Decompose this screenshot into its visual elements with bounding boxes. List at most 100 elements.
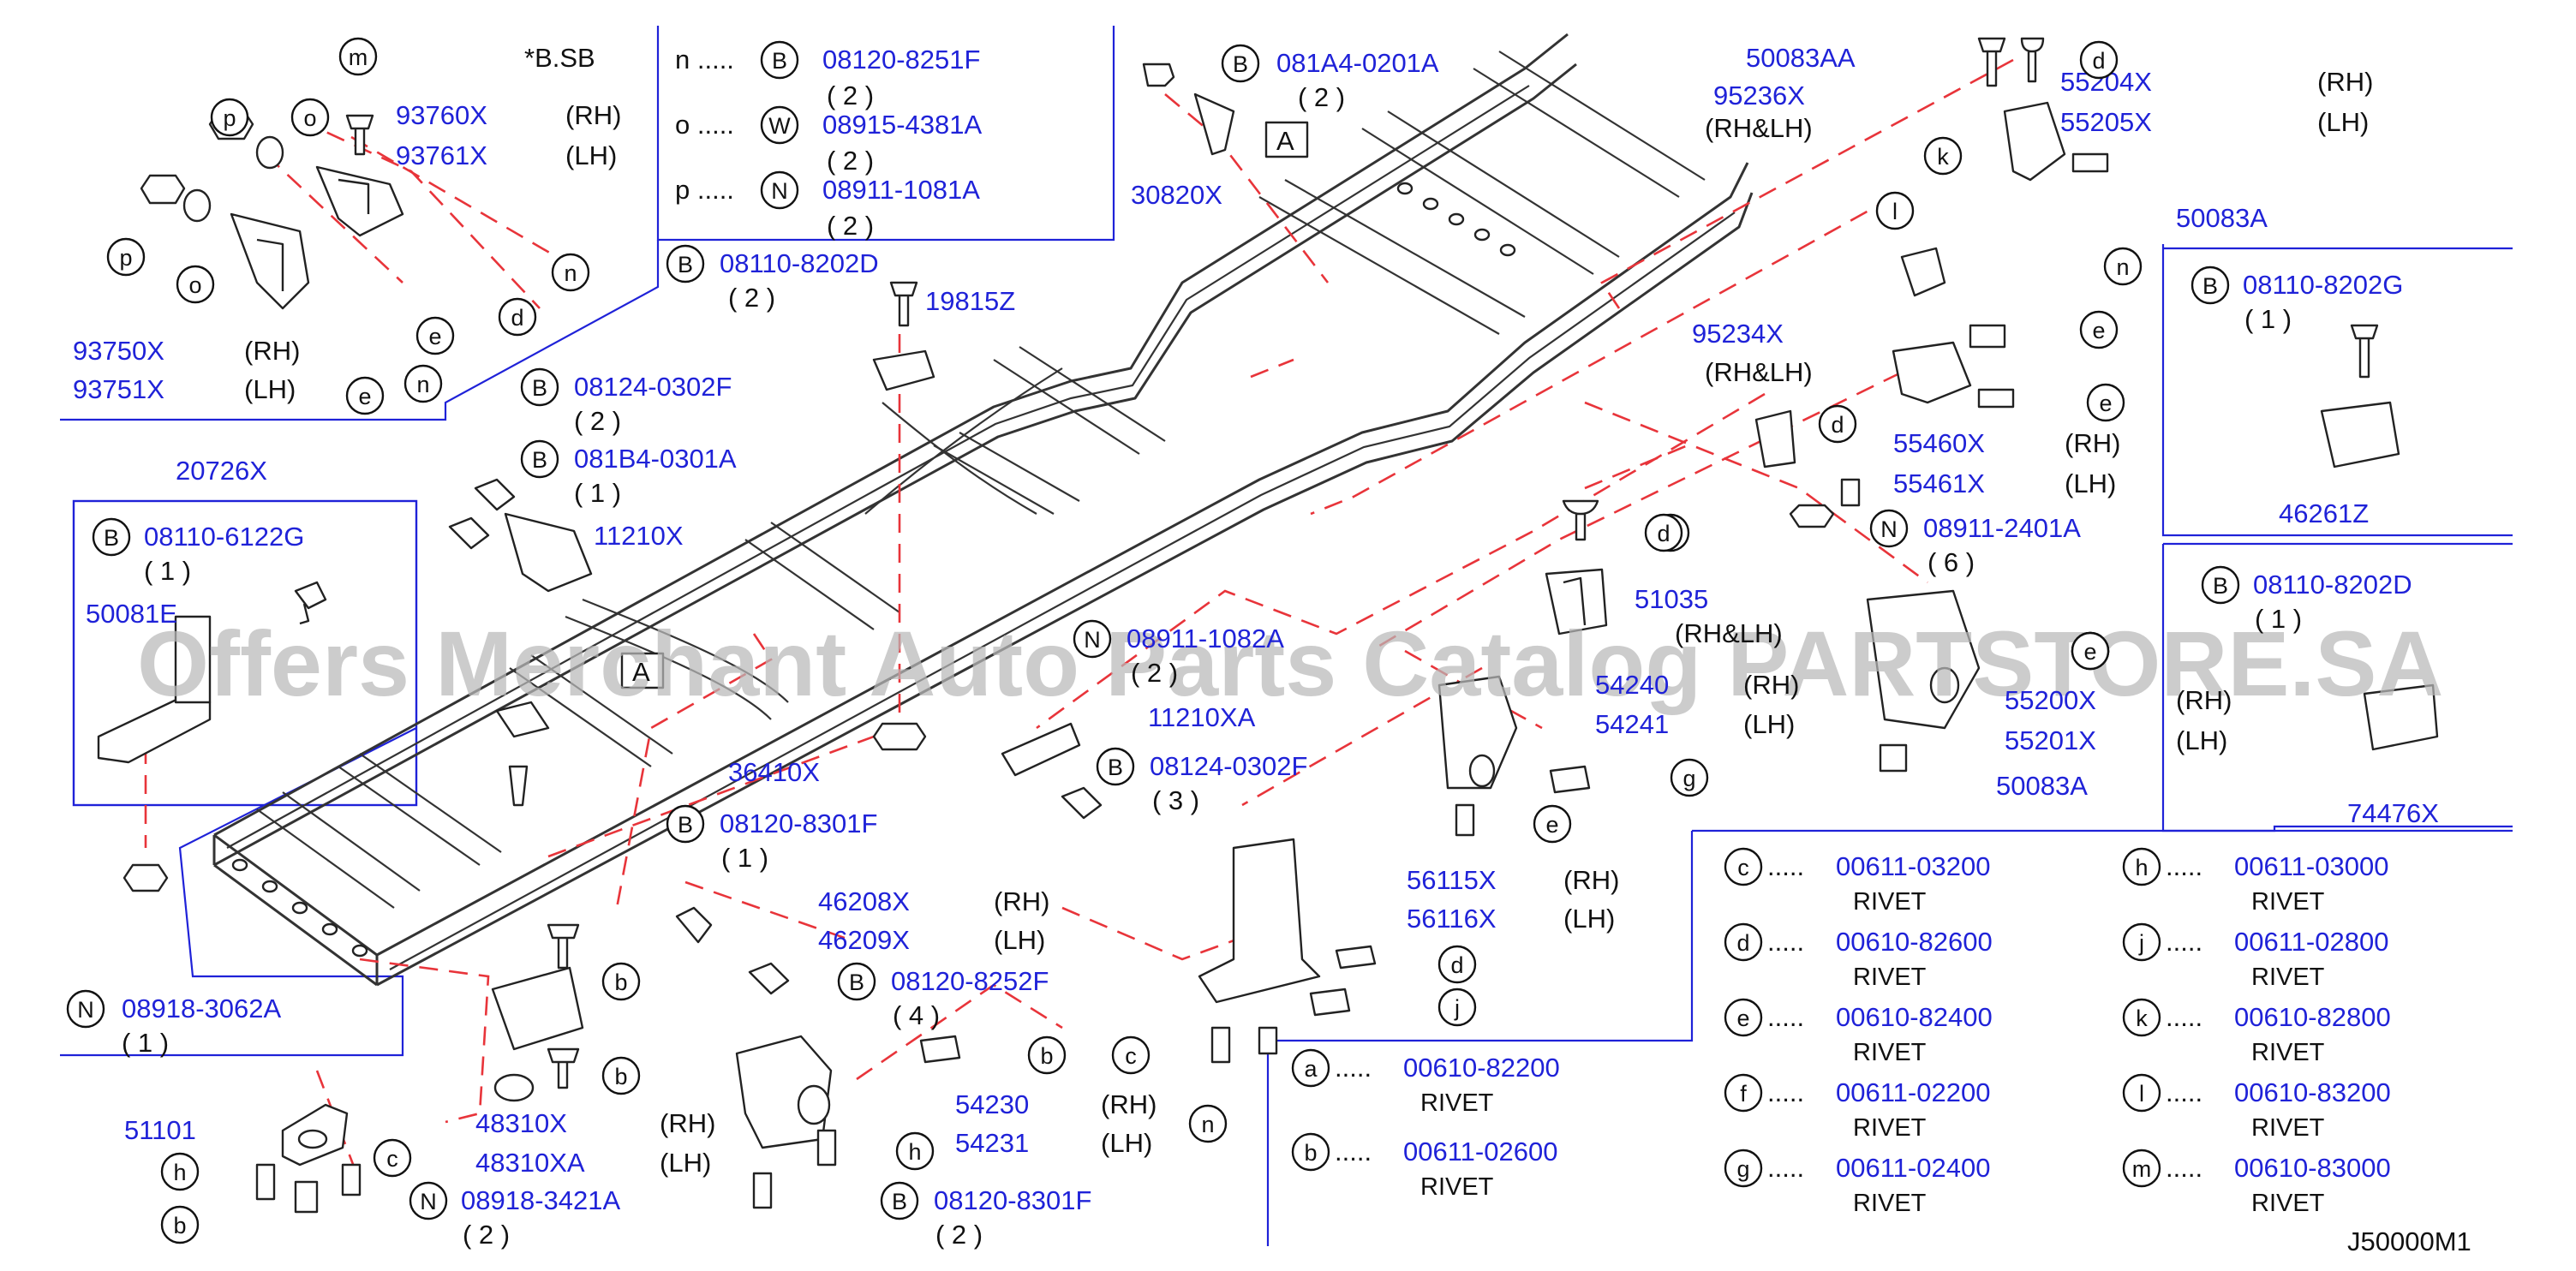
rivet-desc: RIVET xyxy=(2251,1114,2325,1142)
svg-text:B: B xyxy=(772,48,787,74)
rivet-marker: n xyxy=(2103,247,2143,286)
rivet-marker: h xyxy=(895,1131,935,1171)
callout-circle: B xyxy=(760,40,799,80)
rivet-marker: d xyxy=(2079,40,2119,80)
rivet-letter: g xyxy=(1724,1149,1763,1188)
svg-text:e: e xyxy=(1736,1005,1749,1031)
callout-quantity: ( 2 ) xyxy=(935,1220,983,1250)
svg-text:n: n xyxy=(2116,254,2129,280)
part-side: (RH) xyxy=(2065,428,2120,458)
callout-circle: B xyxy=(837,962,876,1001)
svg-text:m: m xyxy=(2132,1156,2152,1182)
part-side: (RH) xyxy=(244,336,300,366)
rivet-dots: ..... xyxy=(2166,927,2202,957)
svg-text:d: d xyxy=(1736,930,1749,956)
callout-part-number: 08918-3062A xyxy=(122,994,281,1023)
rivet-marker: e xyxy=(345,376,385,415)
callout-circle: B xyxy=(2190,266,2230,305)
part-side: (RH) xyxy=(2176,685,2232,715)
rivet-letter: f xyxy=(1724,1073,1763,1113)
svg-text:B: B xyxy=(678,252,693,277)
callout-circle: N xyxy=(66,989,105,1029)
svg-text:h: h xyxy=(2135,855,2148,880)
svg-text:e: e xyxy=(2099,391,2112,416)
rivet-marker: j xyxy=(1437,988,1477,1027)
part-side: (RH) xyxy=(994,886,1049,916)
rivet-letter: l xyxy=(2122,1073,2161,1113)
part-number: 55200X xyxy=(2005,685,2096,715)
part-number: 19815Z xyxy=(925,286,1015,316)
svg-text:h: h xyxy=(173,1160,186,1185)
part-number: 11210XA xyxy=(1148,702,1256,732)
callout-quantity: ( 2 ) xyxy=(463,1220,510,1250)
part-number: 74476X xyxy=(2347,798,2439,828)
part-side: (RH&LH) xyxy=(1705,357,1813,387)
svg-text:n: n xyxy=(1201,1112,1214,1137)
box-label-a: A xyxy=(632,657,650,687)
rivet-marker: o xyxy=(176,265,215,304)
callout-part-number: 08110-8202D xyxy=(2253,570,2412,600)
rivet-part-number: 00611-02600 xyxy=(1403,1137,1557,1167)
callout-part-number: 08120-8301F xyxy=(720,809,877,838)
part-side: (LH) xyxy=(1101,1128,1152,1158)
part-side: (RH&LH) xyxy=(1675,618,1783,648)
part-number: 50081E xyxy=(86,599,177,629)
rivet-desc: RIVET xyxy=(2251,888,2325,916)
rivet-marker: p xyxy=(106,237,146,277)
callout-part-number: 08110-8202G xyxy=(2243,270,2403,300)
rivet-dots: ..... xyxy=(2166,1153,2202,1183)
callout-circle: B xyxy=(92,517,131,557)
part-number: 93751X xyxy=(73,374,164,404)
callout-circle: B xyxy=(666,804,705,844)
part-side: (RH&LH) xyxy=(1705,113,1813,143)
svg-text:B: B xyxy=(532,447,547,473)
svg-text:B: B xyxy=(1233,51,1248,77)
rivet-marker: d xyxy=(498,297,537,337)
callout-part-number: 08110-8202D xyxy=(720,248,879,278)
part-number: 51035 xyxy=(1635,584,1708,614)
part-number: 93750X xyxy=(73,336,164,366)
rivet-dots: ..... xyxy=(2166,1077,2202,1107)
part-number: 11210X xyxy=(594,521,684,551)
callout-circle: B xyxy=(1096,747,1135,786)
callout-part-number: 08911-1082A xyxy=(1127,624,1284,653)
callout-circle: N xyxy=(1073,619,1112,659)
part-number: 51101 xyxy=(124,1115,196,1145)
rivet-marker: k xyxy=(1923,136,1963,176)
rivet-letter: b xyxy=(1291,1132,1330,1172)
svg-text:h: h xyxy=(908,1139,921,1165)
rivet-marker: b xyxy=(601,1056,641,1095)
callout-quantity: ( 2 ) xyxy=(1131,658,1178,688)
note-sb: *B.SB xyxy=(524,43,595,73)
callout-prefix: n ..... xyxy=(675,45,734,75)
callout-circle: B xyxy=(2201,565,2240,605)
rivet-marker: l xyxy=(1875,191,1915,230)
svg-text:l: l xyxy=(1892,199,1898,224)
callout-quantity: ( 2 ) xyxy=(827,81,874,110)
rivet-marker: e xyxy=(2079,310,2119,349)
rivet-marker: g xyxy=(1670,758,1709,797)
rivet-letter: h xyxy=(2122,847,2161,886)
callout-part-number: 08124-0302F xyxy=(574,372,732,402)
callout-part-number: 08120-8301F xyxy=(934,1185,1091,1215)
callout-part-number: 08120-8252F xyxy=(891,966,1049,996)
svg-text:c: c xyxy=(1737,855,1749,880)
callout-quantity: ( 1 ) xyxy=(574,478,621,508)
part-number: 54240 xyxy=(1595,670,1669,700)
rivet-desc: RIVET xyxy=(1420,1173,1494,1201)
callout-quantity: ( 2 ) xyxy=(827,146,874,176)
rivet-marker: b xyxy=(601,962,641,1001)
callout-quantity: ( 1 ) xyxy=(2255,604,2302,634)
part-side: (LH) xyxy=(660,1148,711,1178)
svg-text:c: c xyxy=(386,1146,398,1172)
box-label-a: A xyxy=(1276,126,1294,156)
svg-text:d: d xyxy=(1831,412,1844,438)
rivet-part-number: 00611-02400 xyxy=(1836,1153,1990,1183)
rivet-marker: p xyxy=(210,98,249,137)
rivet-marker: e xyxy=(2071,631,2110,671)
rivet-letter: c xyxy=(1724,847,1763,886)
rivet-marker: b xyxy=(160,1205,200,1244)
rivet-marker: e xyxy=(1533,804,1572,844)
svg-text:k: k xyxy=(2136,1005,2148,1031)
part-side: (LH) xyxy=(2176,725,2227,755)
